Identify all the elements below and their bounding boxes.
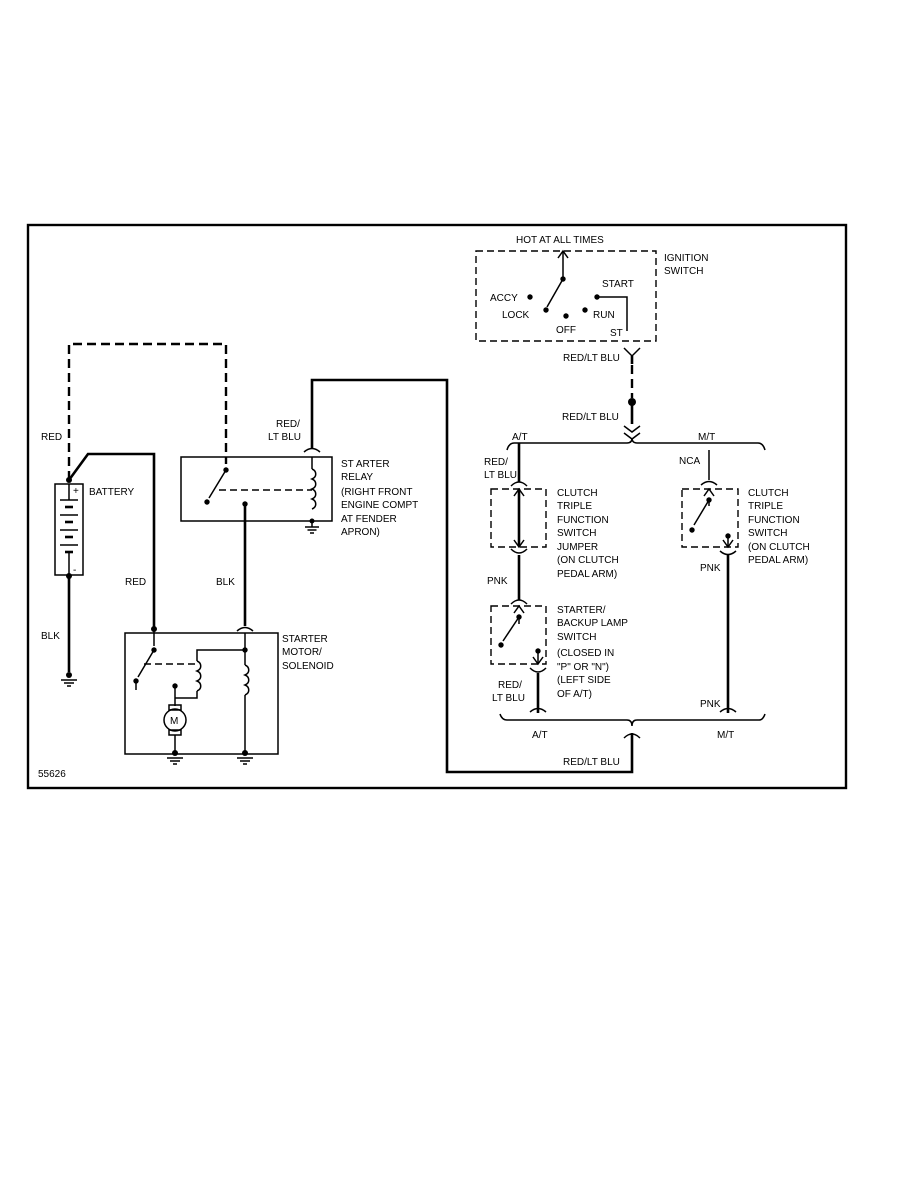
clutch-switch-label-2: FUNCTION: [748, 515, 800, 526]
ignition-switch-label: IGNITION: [664, 253, 708, 264]
clutch-triple-function-switch: CLUTCH TRIPLE FUNCTION SWITCH (ON CLUTCH…: [681, 487, 810, 566]
red-lt-blu-bottom-label: RED/LT BLU: [563, 757, 620, 768]
start-label: START: [602, 279, 634, 290]
battery-minus: -: [73, 565, 76, 576]
backup-lamp-label-5: (LEFT SIDE: [557, 675, 611, 686]
nca-label: NCA: [679, 456, 700, 467]
backup-lamp-label-2: SWITCH: [557, 632, 596, 643]
red-label-battery: RED: [41, 432, 62, 443]
clutch-jumper-label-1: TRIPLE: [557, 501, 592, 512]
starter-relay-label-3: ENGINE COMPT: [341, 500, 418, 511]
mt-top-label: M/T: [698, 432, 715, 443]
clutch-switch-label-1: TRIPLE: [748, 501, 783, 512]
ignition-switch: HOT AT ALL TIMES IGNITION SWITCH ACCY LO…: [475, 235, 708, 342]
starter-backup-lamp-switch: STARTER/ BACKUP LAMP SWITCH (CLOSED IN "…: [490, 604, 628, 700]
starter-relay-label-4: AT FENDER: [341, 514, 397, 525]
red-lt-blu-ign-label: RED/LT BLU: [563, 353, 620, 364]
lock-label: LOCK: [502, 310, 530, 321]
mt-bottom-label: M/T: [717, 730, 734, 741]
clutch-jumper-label-4: JUMPER: [557, 542, 598, 553]
backup-lamp-label-0: STARTER/: [557, 605, 606, 616]
clutch-jumper-label-5: (ON CLUTCH: [557, 555, 619, 566]
st-label: ST: [610, 328, 623, 339]
clutch-switch-label-3: SWITCH: [748, 528, 787, 539]
diagram-id: 55626: [38, 769, 66, 780]
off-label: OFF: [556, 325, 576, 336]
starter-relay: RED/ LT BLU ST ARTER RELAY (RIGHT FRONT …: [180, 419, 418, 538]
red-label-motor: RED: [125, 577, 146, 588]
at-bottom-label: A/T: [532, 730, 548, 741]
accy-label: ACCY: [490, 293, 518, 304]
blk-battery-label: BLK: [41, 631, 60, 642]
pnk-label-3: PNK: [700, 699, 721, 710]
starter-relay-label-1: RELAY: [341, 472, 373, 483]
backup-lamp-label-4: "P" OR "N"): [557, 662, 609, 673]
battery: + - BATTERY: [54, 483, 135, 576]
battery-plus: +: [73, 486, 79, 497]
at-top-label: A/T: [512, 432, 528, 443]
clutch-jumper-label-3: SWITCH: [557, 528, 596, 539]
motor-m-label: M: [170, 716, 178, 727]
red-lt-blu-lamp-label-2: LT BLU: [492, 693, 525, 704]
clutch-switch-label-4: (ON CLUTCH: [748, 542, 810, 553]
clutch-jumper-label-6: PEDAL ARM): [557, 569, 617, 580]
clutch-switch-label-5: PEDAL ARM): [748, 555, 808, 566]
starter-motor-label-0: STARTER: [282, 634, 328, 645]
clutch-switch-label-0: CLUTCH: [748, 488, 789, 499]
red-lt-blu-splice-label: RED/LT BLU: [562, 412, 619, 423]
clutch-jumper-label-0: CLUTCH: [557, 488, 598, 499]
starter-relay-label-5: APRON): [341, 527, 380, 538]
backup-lamp-label-6: OF A/T): [557, 689, 592, 700]
blk-relay-label: BLK: [216, 577, 235, 588]
backup-lamp-label-3: (CLOSED IN: [557, 648, 614, 659]
diagram-frame: [26, 223, 848, 790]
pnk-label-1: PNK: [487, 576, 508, 587]
backup-lamp-label-1: BACKUP LAMP: [557, 618, 628, 629]
starter-relay-label-2: (RIGHT FRONT: [341, 487, 412, 498]
clutch-triple-function-jumper: CLUTCH TRIPLE FUNCTION SWITCH JUMPER (ON…: [490, 487, 619, 580]
run-label: RUN: [593, 310, 615, 321]
clutch-jumper-label-2: FUNCTION: [557, 515, 609, 526]
red-lt-blu-relay-label: RED/: [276, 419, 300, 430]
battery-label: BATTERY: [89, 487, 135, 498]
starter-relay-label-0: ST ARTER: [341, 459, 390, 470]
ignition-switch-label-2: SWITCH: [664, 266, 703, 277]
hot-at-all-times-label: HOT AT ALL TIMES: [516, 235, 604, 246]
red-lt-blu-lamp-label: RED/: [498, 680, 522, 691]
starter-motor-label-2: SOLENOID: [282, 661, 334, 672]
pnk-label-2: PNK: [700, 563, 721, 574]
starter-motor-solenoid: M STARTER MOTOR/ SOLENOID: [124, 626, 334, 756]
starter-motor-label-1: MOTOR/: [282, 647, 322, 658]
red-lt-blu-at-label-2: LT BLU: [484, 470, 517, 481]
red-lt-blu-at-label: RED/: [484, 457, 508, 468]
red-lt-blu-relay-label-2: LT BLU: [268, 432, 301, 443]
